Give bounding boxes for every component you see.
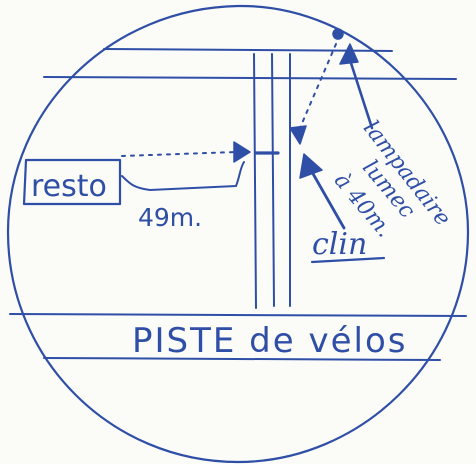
arrowhead-lamp-top <box>339 43 359 65</box>
solid-arrow-lamp <box>348 58 374 130</box>
bike-path-label: PISTE de vélos <box>132 321 407 361</box>
clin-label: clin <box>312 227 367 262</box>
resto-label: resto <box>31 169 107 204</box>
road-line-top-1 <box>103 48 393 52</box>
distance-label: 49m. <box>138 203 202 232</box>
vertical-line-mid <box>271 53 275 307</box>
clin-underline <box>310 256 386 264</box>
arrowhead-lamp-road <box>289 125 307 145</box>
clin-arrow-shaft <box>310 170 346 230</box>
dotted-arrow-lamp <box>299 43 337 129</box>
dotted-arrow-resto <box>121 151 237 157</box>
road-line-top-2 <box>43 76 457 80</box>
arrowhead-clin <box>299 153 323 179</box>
resto-box <box>22 158 122 206</box>
outer-circle <box>6 4 470 464</box>
vertical-line-left <box>253 53 257 309</box>
road-line-bottom-2 <box>43 357 441 361</box>
arrowhead-resto <box>233 141 251 163</box>
road-line-bottom-1 <box>9 313 467 317</box>
distance-bracket <box>121 161 245 191</box>
lamp-pole-dot <box>332 28 344 40</box>
